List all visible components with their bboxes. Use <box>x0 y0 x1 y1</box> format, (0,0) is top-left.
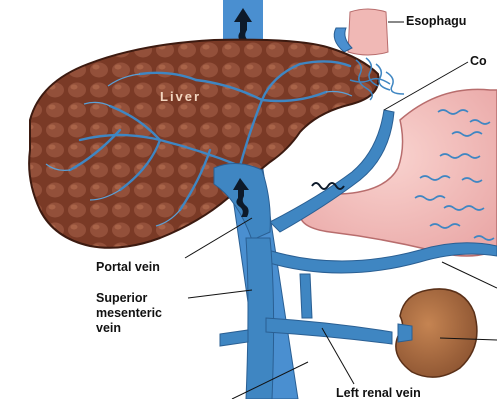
portal-vein-label: Portal vein <box>96 260 160 275</box>
left-renal-vein-label: Left renal vein <box>336 386 421 399</box>
kidney <box>396 289 477 377</box>
liver-label: Liver <box>160 89 201 104</box>
stomach <box>300 89 497 256</box>
superior-mesenteric-label-line3: vein <box>96 321 121 336</box>
superior-mesenteric-label-line2: mesenteric <box>96 306 162 321</box>
superior-mesenteric-label-line1: Superior <box>96 291 147 306</box>
coronary-vein-label: Co <box>470 54 487 69</box>
esophagus-label: Esophagu <box>406 14 466 29</box>
esophagus <box>334 9 388 55</box>
